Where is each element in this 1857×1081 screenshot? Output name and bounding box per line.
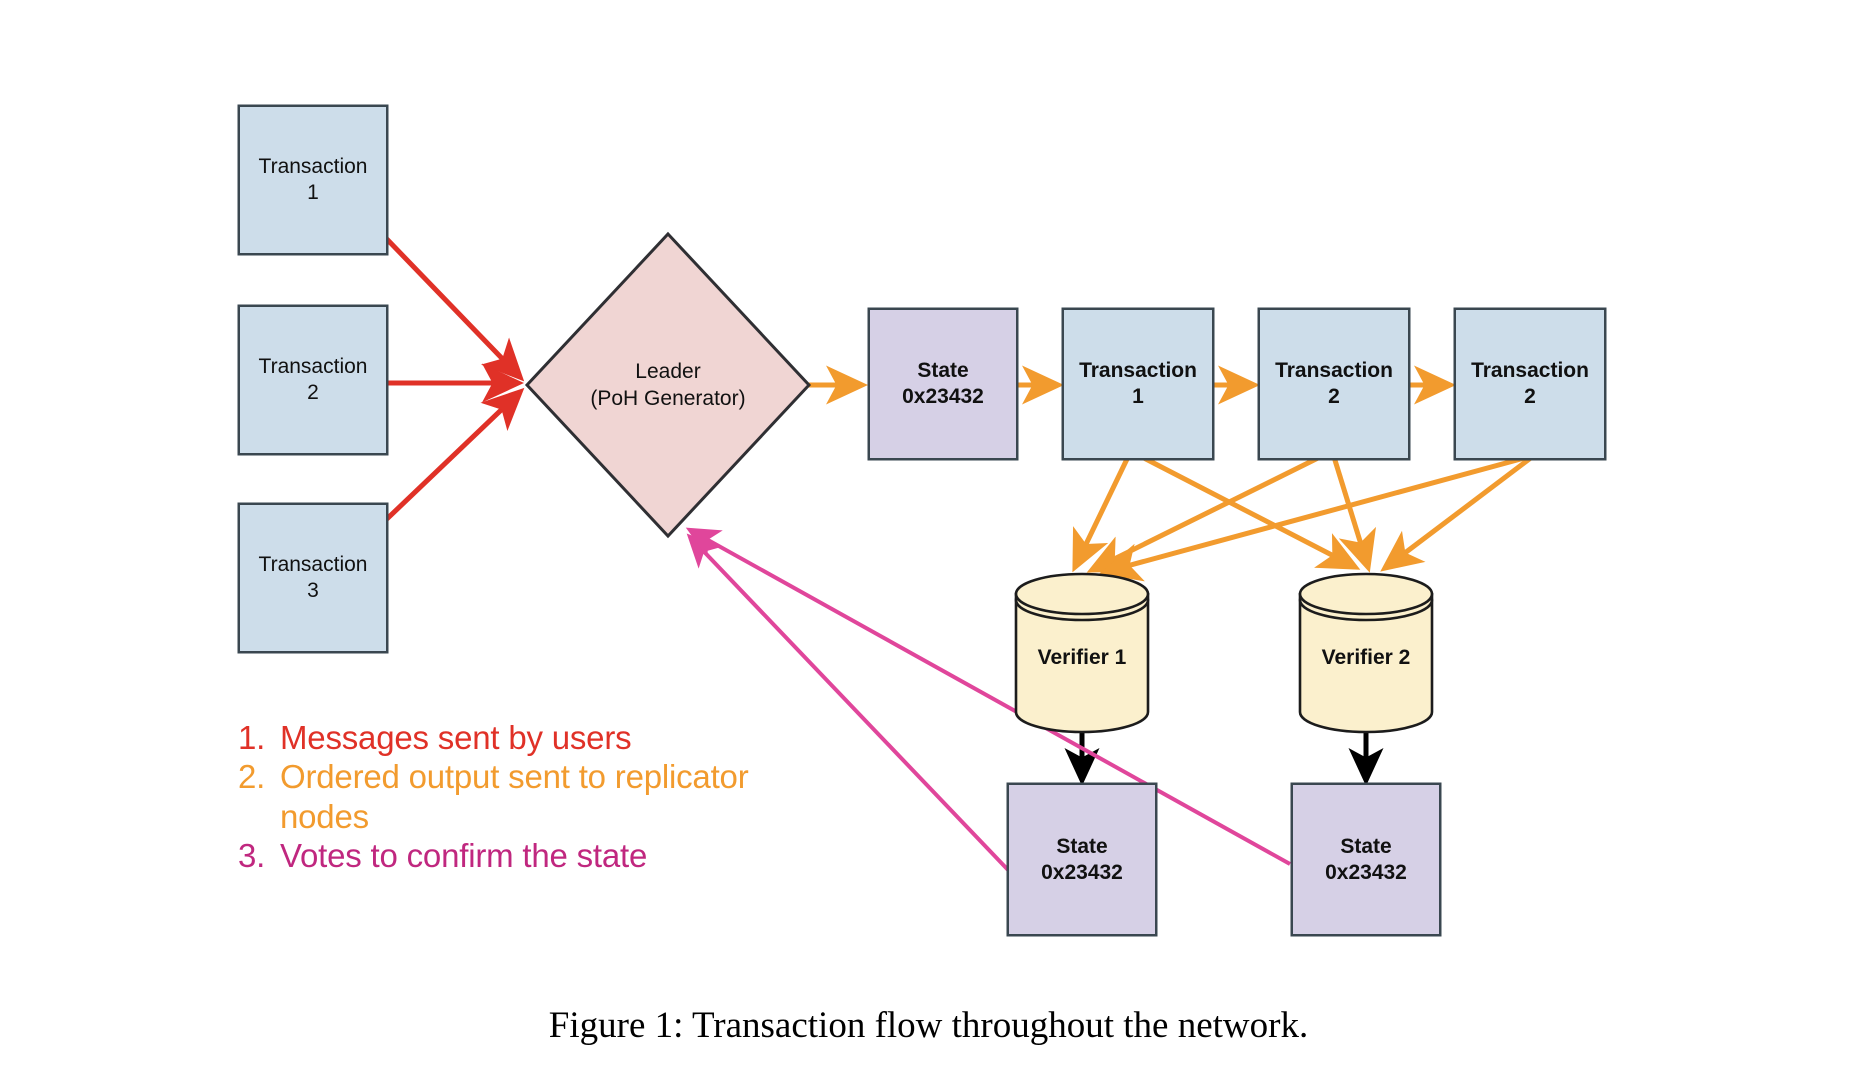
legend-item-2: 2. Ordered output sent to replicator nod…: [238, 757, 798, 836]
verifier-1-state-hash: 0x23432: [1041, 860, 1123, 884]
legend-item-3-number: 3.: [238, 836, 266, 874]
verifier-2-state-box[interactable]: State 0x23432: [1291, 783, 1441, 936]
transaction-input-1-title: Transaction: [258, 155, 368, 179]
ledger-state-title: State: [917, 359, 969, 383]
leader-label-line1: Leader: [635, 359, 701, 383]
ledger-entry-1-title: Transaction: [1079, 359, 1197, 383]
edges-verifier-to-state-black: [1064, 733, 1384, 786]
ledger-entry-2[interactable]: Transaction 2: [1258, 308, 1410, 460]
figure-caption: Figure 1: Transaction flow throughout th…: [548, 1005, 1309, 1046]
legend-item-1-number: 1.: [238, 719, 266, 756]
transaction-input-2-number: 2: [307, 381, 319, 404]
transaction-input-2[interactable]: Transaction 2: [238, 305, 388, 455]
legend-item-2-text: Ordered output sent to replicator nodes: [280, 758, 749, 835]
ledger-entry-2-number: 2: [1328, 385, 1340, 408]
legend-item-3: 3. Votes to confirm the state: [238, 836, 798, 875]
legend-item-3-text: Votes to confirm the state: [280, 836, 648, 874]
verifier-1-label: Verifier 1: [1037, 646, 1127, 669]
leader-diamond-shape: [524, 231, 812, 539]
leader-node[interactable]: Leader (PoH Generator): [523, 230, 813, 540]
verifier-2-cylinder-icon: [1298, 572, 1434, 734]
verifier-1-state-box[interactable]: State 0x23432: [1007, 783, 1157, 936]
edges-ordered-orange-to-verifiers: [1072, 454, 1534, 582]
verifier-1-state-title: State: [1056, 834, 1108, 858]
verifier-2-state-title: State: [1340, 834, 1392, 858]
ledger-entry-3-number: 2: [1524, 385, 1536, 408]
transaction-input-1-number: 1: [307, 181, 319, 204]
ledger-entry-2-title: Transaction: [1275, 359, 1393, 383]
ledger-entry-3-title: Transaction: [1471, 359, 1589, 383]
leader-label: Leader (PoH Generator): [523, 230, 813, 540]
verifier-1[interactable]: Verifier 1: [1013, 572, 1151, 734]
transaction-input-1[interactable]: Transaction 1: [238, 105, 388, 255]
legend: 1. Messages sent by users 2. Ordered out…: [238, 718, 798, 875]
ledger-state-box[interactable]: State 0x23432: [868, 308, 1018, 460]
legend-item-2-number: 2.: [238, 758, 266, 796]
verifier-2-label: Verifier 2: [1321, 646, 1411, 669]
legend-item-1-text: Messages sent by users: [280, 719, 632, 756]
transaction-input-3[interactable]: Transaction 3: [238, 503, 388, 653]
ledger-entry-3[interactable]: Transaction 2: [1454, 308, 1606, 460]
transaction-input-2-title: Transaction: [258, 355, 368, 379]
verifier-2[interactable]: Verifier 2: [1297, 572, 1435, 734]
transaction-input-3-title: Transaction: [258, 553, 368, 577]
ledger-entry-1-number: 1: [1132, 385, 1144, 408]
legend-item-1: 1. Messages sent by users: [238, 718, 798, 757]
ledger-state-hash: 0x23432: [902, 385, 984, 408]
verifier-2-state-hash: 0x23432: [1325, 860, 1407, 884]
ledger-entry-1[interactable]: Transaction 1: [1062, 308, 1214, 460]
leader-label-line2: (PoH Generator): [590, 387, 746, 410]
transaction-input-3-number: 3: [307, 579, 319, 602]
